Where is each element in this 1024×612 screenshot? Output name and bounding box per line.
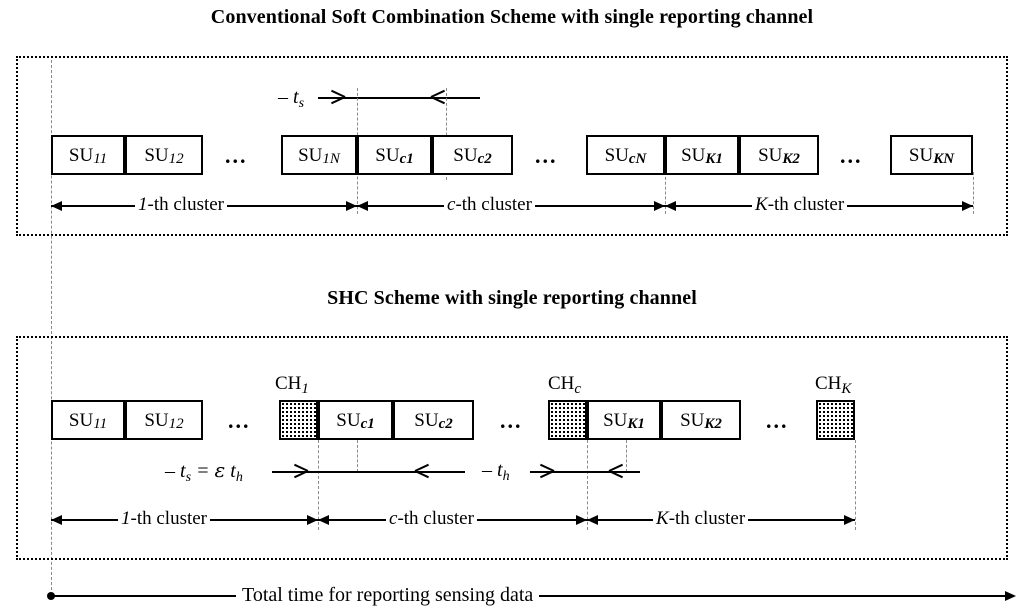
cluster1-label-1: 1-th cluster xyxy=(135,195,228,214)
total-time-start-dot xyxy=(47,592,55,600)
ellipsis-shc-2: ... xyxy=(500,408,523,433)
page-title-shc: SHC Scheme with single reporting channel xyxy=(327,287,697,309)
guide-cluster1-start xyxy=(51,60,52,590)
clusterc-label-2: c-th cluster xyxy=(386,509,477,528)
cluster1-label-2: 1-th cluster xyxy=(118,509,211,528)
clusterK-label-1: K-th cluster xyxy=(752,195,848,214)
ch-caption-c: CHc xyxy=(548,373,582,397)
cluster1-span-arrow-right-1 xyxy=(346,201,357,211)
clusterK-span-arrow-right-1 xyxy=(962,201,973,211)
ellipsis-1: ... xyxy=(225,143,248,168)
ellipsis-shc-3: ... xyxy=(766,408,789,433)
guide-shc-clusterK-start xyxy=(587,440,588,530)
clusterc-span-arrow-right-1 xyxy=(654,201,665,211)
clusterc-span-arrow-left-2 xyxy=(318,515,329,525)
clusterK-span-arrow-left-2 xyxy=(587,515,598,525)
clusterK-span-arrow-left-1 xyxy=(665,201,676,211)
guide-shc-clusterK-end xyxy=(855,440,856,530)
ts-eps-th-label: – ts = ε th xyxy=(163,458,245,485)
ts-label-1: – ts xyxy=(276,86,307,111)
th-label: – th xyxy=(480,459,512,484)
guide-shc-ch1-end xyxy=(357,440,358,472)
th-arrow-left xyxy=(609,464,623,478)
ch-box-K xyxy=(816,400,855,440)
shc-scheme-frame xyxy=(16,336,1008,560)
total-time-label: Total time for reporting sensing data xyxy=(236,585,540,605)
page-title-conventional: Conventional Soft Combination Scheme wit… xyxy=(210,6,814,28)
ellipsis-3: ... xyxy=(840,143,863,168)
ch-caption-K: CHK xyxy=(815,373,852,397)
total-time-arrow-right xyxy=(1005,591,1016,601)
ch-caption-1: CH1 xyxy=(275,373,309,397)
ellipsis-shc-1: ... xyxy=(228,408,251,433)
guide-shc-chc-end xyxy=(626,440,627,472)
guide-clusterK-start xyxy=(665,172,666,214)
ts-eps-arrow-right xyxy=(293,464,307,478)
cluster1-span-arrow-left-2 xyxy=(51,515,62,525)
ts-dimension-line-1 xyxy=(318,97,480,99)
cluster1-span-arrow-left-1 xyxy=(51,201,62,211)
cluster1-span-arrow-right-2 xyxy=(307,515,318,525)
th-arrow-right xyxy=(539,464,553,478)
ts-eps-arrow-left xyxy=(415,464,429,478)
clusterK-span-arrow-right-2 xyxy=(844,515,855,525)
ts-arrow-left-1 xyxy=(431,90,445,104)
guide-clusterK-end xyxy=(973,172,974,214)
ch-box-1 xyxy=(279,400,318,440)
clusterc-span-arrow-left-1 xyxy=(357,201,368,211)
guide-shc-clusterc-start xyxy=(318,440,319,530)
clusterK-label-2: K-th cluster xyxy=(653,509,749,528)
guide-sucn-boundary xyxy=(446,88,447,180)
th-dimension-line xyxy=(530,471,640,473)
ts-arrow-right-1 xyxy=(330,90,344,104)
ts-eps-th-dimension-line xyxy=(272,471,465,473)
ch-box-c xyxy=(548,400,587,440)
clusterc-label-1: c-th cluster xyxy=(444,195,535,214)
clusterc-span-arrow-right-2 xyxy=(576,515,587,525)
conventional-scheme-frame xyxy=(16,56,1008,236)
ellipsis-2: ... xyxy=(535,143,558,168)
